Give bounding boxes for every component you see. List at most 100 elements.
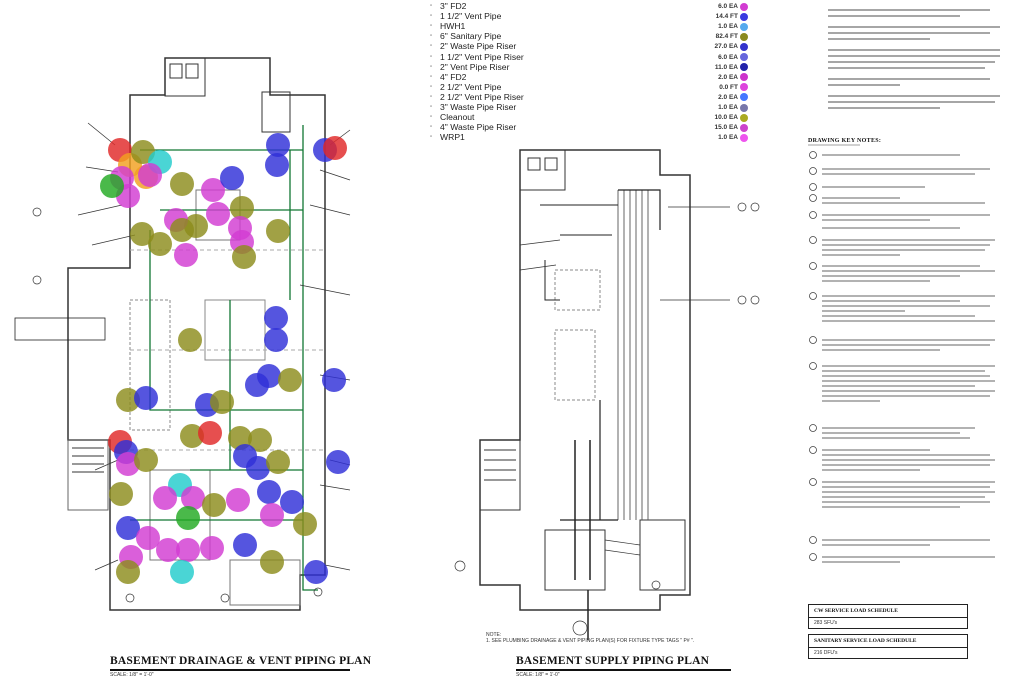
legend-symbol-icon: ▫ bbox=[430, 43, 433, 50]
takeoff-markers bbox=[100, 133, 350, 584]
key-notes-column bbox=[808, 144, 860, 561]
legend-item-qty: 82.4 FT bbox=[715, 33, 738, 41]
takeoff-marker bbox=[136, 526, 160, 550]
takeoff-marker bbox=[202, 493, 226, 517]
legend-color-swatch bbox=[740, 73, 748, 82]
key-notes-heading: DRAWING KEY NOTES: bbox=[808, 138, 882, 144]
legend-item-qty: 2.0 EA bbox=[718, 73, 738, 81]
takeoff-marker bbox=[278, 368, 302, 392]
takeoff-marker bbox=[116, 452, 140, 476]
takeoff-marker bbox=[116, 516, 140, 540]
takeoff-marker bbox=[248, 428, 272, 452]
legend-symbol-icon: ▫ bbox=[430, 13, 433, 20]
legend-item-qty: 6.0 EA bbox=[718, 53, 738, 61]
takeoff-marker bbox=[264, 306, 288, 330]
legend-color-swatch bbox=[740, 113, 748, 122]
plan-note: NOTE: 1. SEE PLUMBING DRAINAGE & VENT PI… bbox=[486, 632, 694, 644]
takeoff-marker bbox=[228, 426, 252, 450]
legend-item-name: 2" Vent Pipe Riser bbox=[440, 61, 510, 72]
schedule-title: SANITARY SERVICE LOAD SCHEDULE bbox=[809, 635, 967, 648]
takeoff-marker bbox=[201, 178, 225, 202]
legend-item-name: 1 1/2" Vent Pipe bbox=[440, 11, 502, 22]
drainage-plan-title: BASEMENT DRAINAGE & VENT PIPING PLAN bbox=[110, 655, 372, 667]
takeoff-marker bbox=[226, 488, 250, 512]
legend-symbol-icon: ▫ bbox=[430, 53, 433, 60]
takeoff-marker bbox=[257, 480, 281, 504]
legend-color-swatch bbox=[740, 53, 748, 61]
supply-piping bbox=[540, 189, 661, 640]
legend-row: ▫ 2 1/2" Vent Pipe Riser 2.0 EA bbox=[428, 91, 750, 102]
takeoff-marker bbox=[210, 390, 234, 414]
takeoff-marker bbox=[170, 560, 194, 584]
legend-symbol-icon: ▫ bbox=[430, 104, 433, 110]
legend-item-name: 2 1/2" Vent Pipe Riser bbox=[440, 91, 524, 102]
takeoff-marker bbox=[246, 456, 270, 480]
title-underline bbox=[110, 669, 350, 671]
cw-load-schedule: CW SERVICE LOAD SCHEDULE 283 SFU's bbox=[808, 604, 968, 629]
takeoff-marker bbox=[323, 136, 347, 160]
legend-item-name: 2 1/2" Vent Pipe bbox=[440, 81, 502, 92]
takeoff-marker bbox=[260, 503, 284, 527]
schedule-title: CW SERVICE LOAD SCHEDULE bbox=[809, 605, 967, 618]
takeoff-marker bbox=[109, 482, 133, 506]
legend-item-qty: 14.4 FT bbox=[715, 13, 738, 21]
title-underline bbox=[516, 669, 731, 671]
legend-item-name: 4" Waste Pipe Riser bbox=[440, 122, 517, 133]
legend-item-qty: 1.0 EA bbox=[718, 104, 738, 111]
legend-symbol-icon: ▫ bbox=[430, 93, 433, 100]
legend-item-qty: 11.0 EA bbox=[714, 63, 738, 71]
general-notes-lines bbox=[828, 9, 1000, 109]
takeoff-marker bbox=[156, 538, 180, 562]
legend-color-swatch bbox=[740, 123, 748, 132]
takeoff-marker bbox=[170, 172, 194, 196]
legend-color-swatch bbox=[740, 103, 748, 112]
takeoff-marker bbox=[153, 486, 177, 510]
plan-note-text: 1. SEE PLUMBING DRAINAGE & VENT PIPING P… bbox=[486, 638, 695, 644]
legend-item-qty: 2.0 EA bbox=[718, 93, 738, 101]
legend-color-swatch bbox=[740, 32, 748, 41]
takeoff-marker bbox=[134, 448, 158, 472]
plan-note-label: NOTE: bbox=[486, 632, 502, 638]
legend-item-qty: 10.0 EA bbox=[714, 114, 739, 122]
takeoff-marker bbox=[264, 328, 288, 352]
legend-item-name: 6" Sanitary Pipe bbox=[440, 31, 502, 42]
takeoff-marker bbox=[260, 550, 284, 574]
takeoff-legend: ▫ 3" FD2 6.0 EA ▫ 1 1/2" Vent Pipe 14.4 FT▫HW… bbox=[428, 0, 750, 146]
legend-color-swatch bbox=[740, 2, 748, 11]
takeoff-marker bbox=[116, 560, 140, 584]
legend-color-swatch bbox=[740, 22, 748, 31]
takeoff-marker bbox=[220, 166, 244, 190]
takeoff-marker bbox=[280, 490, 304, 514]
legend-row: ▫ 1 1/2" Vent Pipe 14.4 FT bbox=[428, 11, 750, 22]
sanitary-load-schedule: SANITARY SERVICE LOAD SCHEDULE 216 DFU's bbox=[808, 634, 968, 659]
takeoff-marker bbox=[304, 560, 328, 584]
drainage-callouts bbox=[32, 122, 351, 603]
legend-row: ▫ 4" FD2 2.0 EA bbox=[428, 71, 750, 82]
legend-symbol-icon: ▫ bbox=[430, 73, 433, 80]
legend-item-name: 3" FD2 bbox=[440, 1, 467, 11]
takeoff-marker bbox=[266, 219, 290, 243]
takeoff-marker bbox=[181, 486, 205, 510]
legend-color-swatch bbox=[740, 12, 748, 21]
drainage-annotation-text bbox=[14, 317, 106, 341]
legend-item-name: 1 1/2" Vent Pipe Riser bbox=[440, 51, 524, 62]
takeoff-marker bbox=[266, 133, 290, 157]
drainage-plan-scale: SCALE: 1/8" = 1'-0" bbox=[110, 672, 154, 678]
legend-item-name: 4" FD2 bbox=[440, 71, 467, 82]
takeoff-marker bbox=[232, 245, 256, 269]
legend-color-swatch bbox=[740, 83, 748, 92]
legend-item-qty: 1.0 EA bbox=[718, 23, 738, 31]
takeoff-marker bbox=[178, 328, 202, 352]
legend-item-qty: 6.0 EA bbox=[718, 3, 738, 10]
takeoff-marker bbox=[134, 386, 158, 410]
takeoff-marker bbox=[245, 373, 269, 397]
